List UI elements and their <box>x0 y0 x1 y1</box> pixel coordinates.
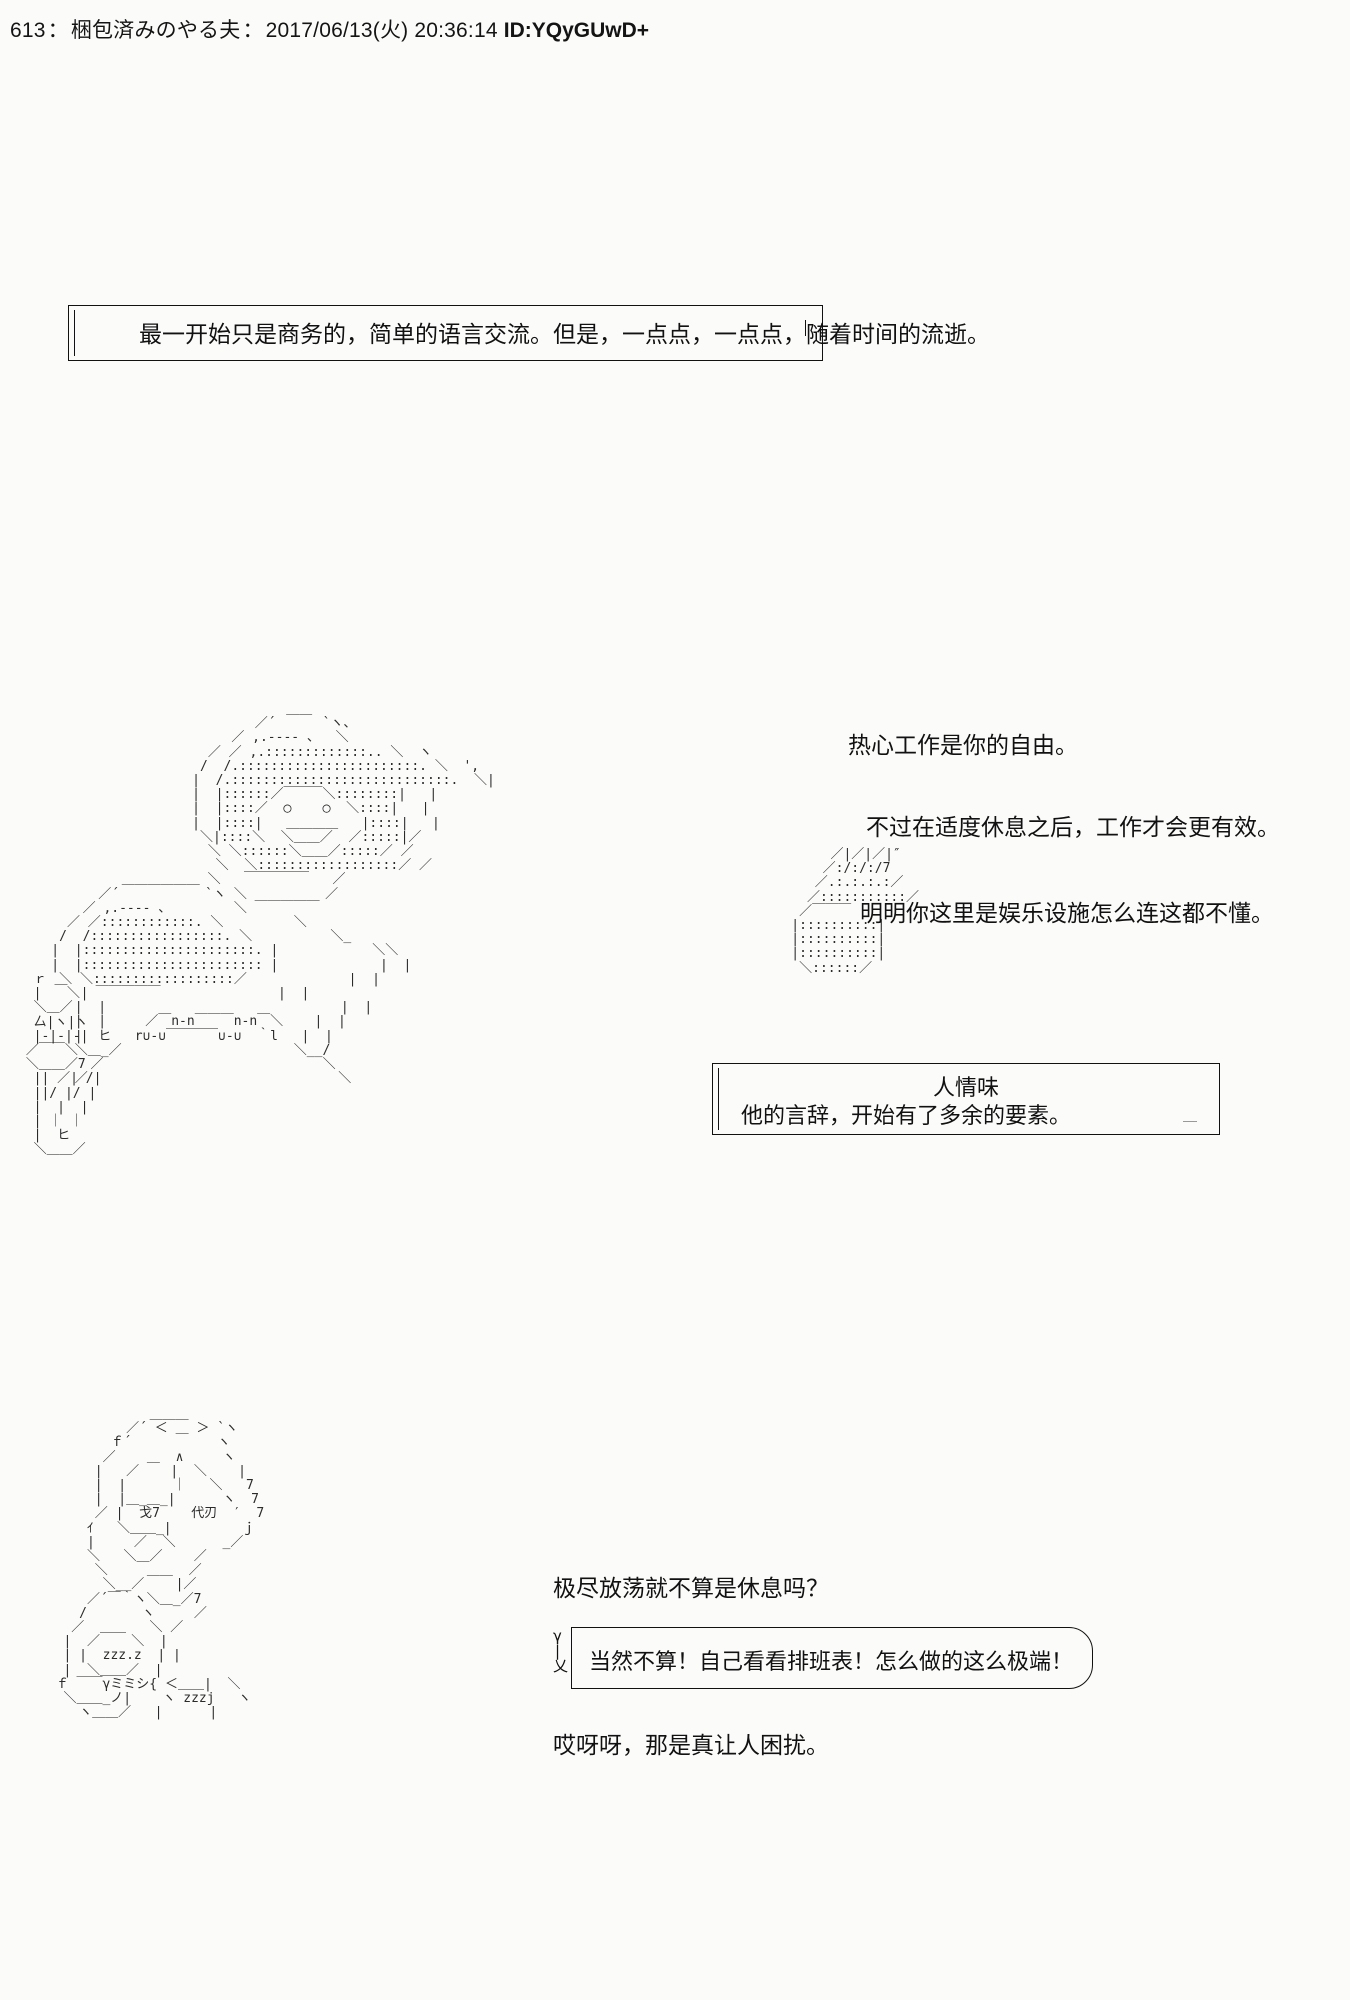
dialogue-bottom-reply: 哎呀呀，那是真让人困扰。 <box>553 1732 829 1758</box>
narration-box-middle: 人情味 他的言辞，开始有了多余的要素。 <box>712 1063 1220 1135</box>
post-header: 613：梱包済みのやる夫：2017/06/13(火) 20:36:14 ID:Y… <box>10 14 649 44</box>
box-tick-mark-2 <box>1183 1121 1197 1122</box>
box-inner-rule <box>74 310 75 356</box>
ascii-art-left-hand: ｒ ＿ | | ＼＿／ 厶|ヽ|ヽ |-|-|-| ／￣￣＼ ＼＿＿／7 || … <box>25 972 102 1158</box>
narration-text-middle: 他的言辞，开始有了多余的要素。 <box>741 1103 1072 1128</box>
narration-title-middle: 人情味 <box>932 1075 999 1100</box>
ascii-art-right-figure: ／|／|／|″ ／:/:/:/7 ／.:.:.:.:／ ／:::::::::::… <box>791 847 920 976</box>
dialogue-line-3: 明明你这里是娱乐设施怎么连这都不懂。 <box>860 900 1274 926</box>
narration-text-top: 最一开始只是商务的，简单的语言交流。但是，一点点，一点点，随着时间的流逝。 <box>139 321 990 347</box>
ascii-art-main-figure: ＿＿ ／´ `ヽ、 ／ ,.-‐‐- 、 ＼ ／ ／ ,.:::::::::::… <box>51 702 495 1087</box>
dialogue-bottom-question: 极尽放荡就不算是休息吗？ <box>553 1575 829 1601</box>
box-inner-rule-2 <box>718 1068 719 1130</box>
post-user-id: ID:YQyGUwD+ <box>503 19 650 42</box>
post-number: 613 <box>10 19 46 42</box>
post-separator: ： <box>47 19 69 42</box>
post-author-name: 梱包済みのやる夫 <box>70 19 241 42</box>
speech-bubble-tail: γ | 乂 <box>553 1627 569 1675</box>
speech-bubble-reply: γ | 乂 当然不算！自己看看排班表！怎么做的这么极端！ <box>553 1627 1093 1689</box>
speech-bubble-frame <box>571 1627 1093 1689</box>
post-datetime: 2017/06/13(火) 20:36:14 <box>265 19 498 42</box>
dialogue-line-1: 热心工作是你的自由。 <box>848 732 1078 758</box>
box-tick-mark <box>805 320 806 336</box>
ascii-art-bottom-figure: ＿＿＿ ／´ ＜ ＿ ＞ `ヽ ｆ´ ヽ ／ ＿ ∧ ヽ | ／ | ＼ | |… <box>55 1407 265 1721</box>
speech-bubble-text: 当然不算！自己看看排班表！怎么做的这么极端！ <box>589 1649 1074 1674</box>
dialogue-line-2: 不过在适度休息之后，工作才会更有效。 <box>866 814 1280 840</box>
post-separator-2: ： <box>242 19 264 42</box>
narration-box-top: 最一开始只是商务的，简单的语言交流。但是，一点点，一点点，随着时间的流逝。 <box>68 305 990 361</box>
